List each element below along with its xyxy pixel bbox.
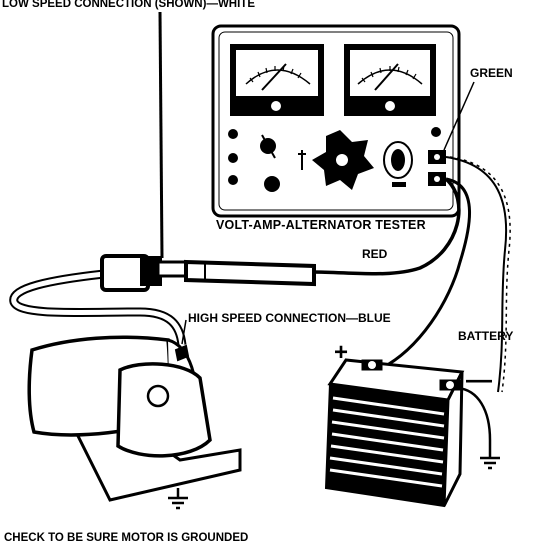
wiring — [9, 11, 511, 446]
motor — [27, 335, 242, 510]
amp-meter — [344, 44, 436, 116]
selector-knob — [312, 130, 374, 190]
positive-terminal — [361, 359, 383, 371]
volt-meter — [230, 44, 324, 116]
high-speed-connection-label: HIGH SPEED CONNECTION—BLUE — [188, 311, 391, 325]
battery — [324, 358, 500, 508]
control-panel — [228, 127, 446, 192]
negative-sign: — — [466, 364, 492, 394]
low-speed-connection-label: LOW SPEED CONNECTION (SHOWN)—WHITE — [2, 0, 255, 10]
volt-amp-alternator-tester — [211, 24, 461, 218]
battery-label: BATTERY — [458, 329, 514, 343]
tester-title-label: VOLT-AMP-ALTERNATOR TESTER — [216, 218, 426, 232]
grounding-note: CHECK TO BE SURE MOTOR IS GROUNDED — [4, 532, 249, 544]
green-lead-label: GREEN — [470, 66, 513, 80]
connector-and-probe — [100, 254, 316, 292]
negative-terminal — [439, 379, 461, 391]
positive-sign: + — [334, 339, 349, 366]
red-lead-label: RED — [362, 247, 388, 261]
